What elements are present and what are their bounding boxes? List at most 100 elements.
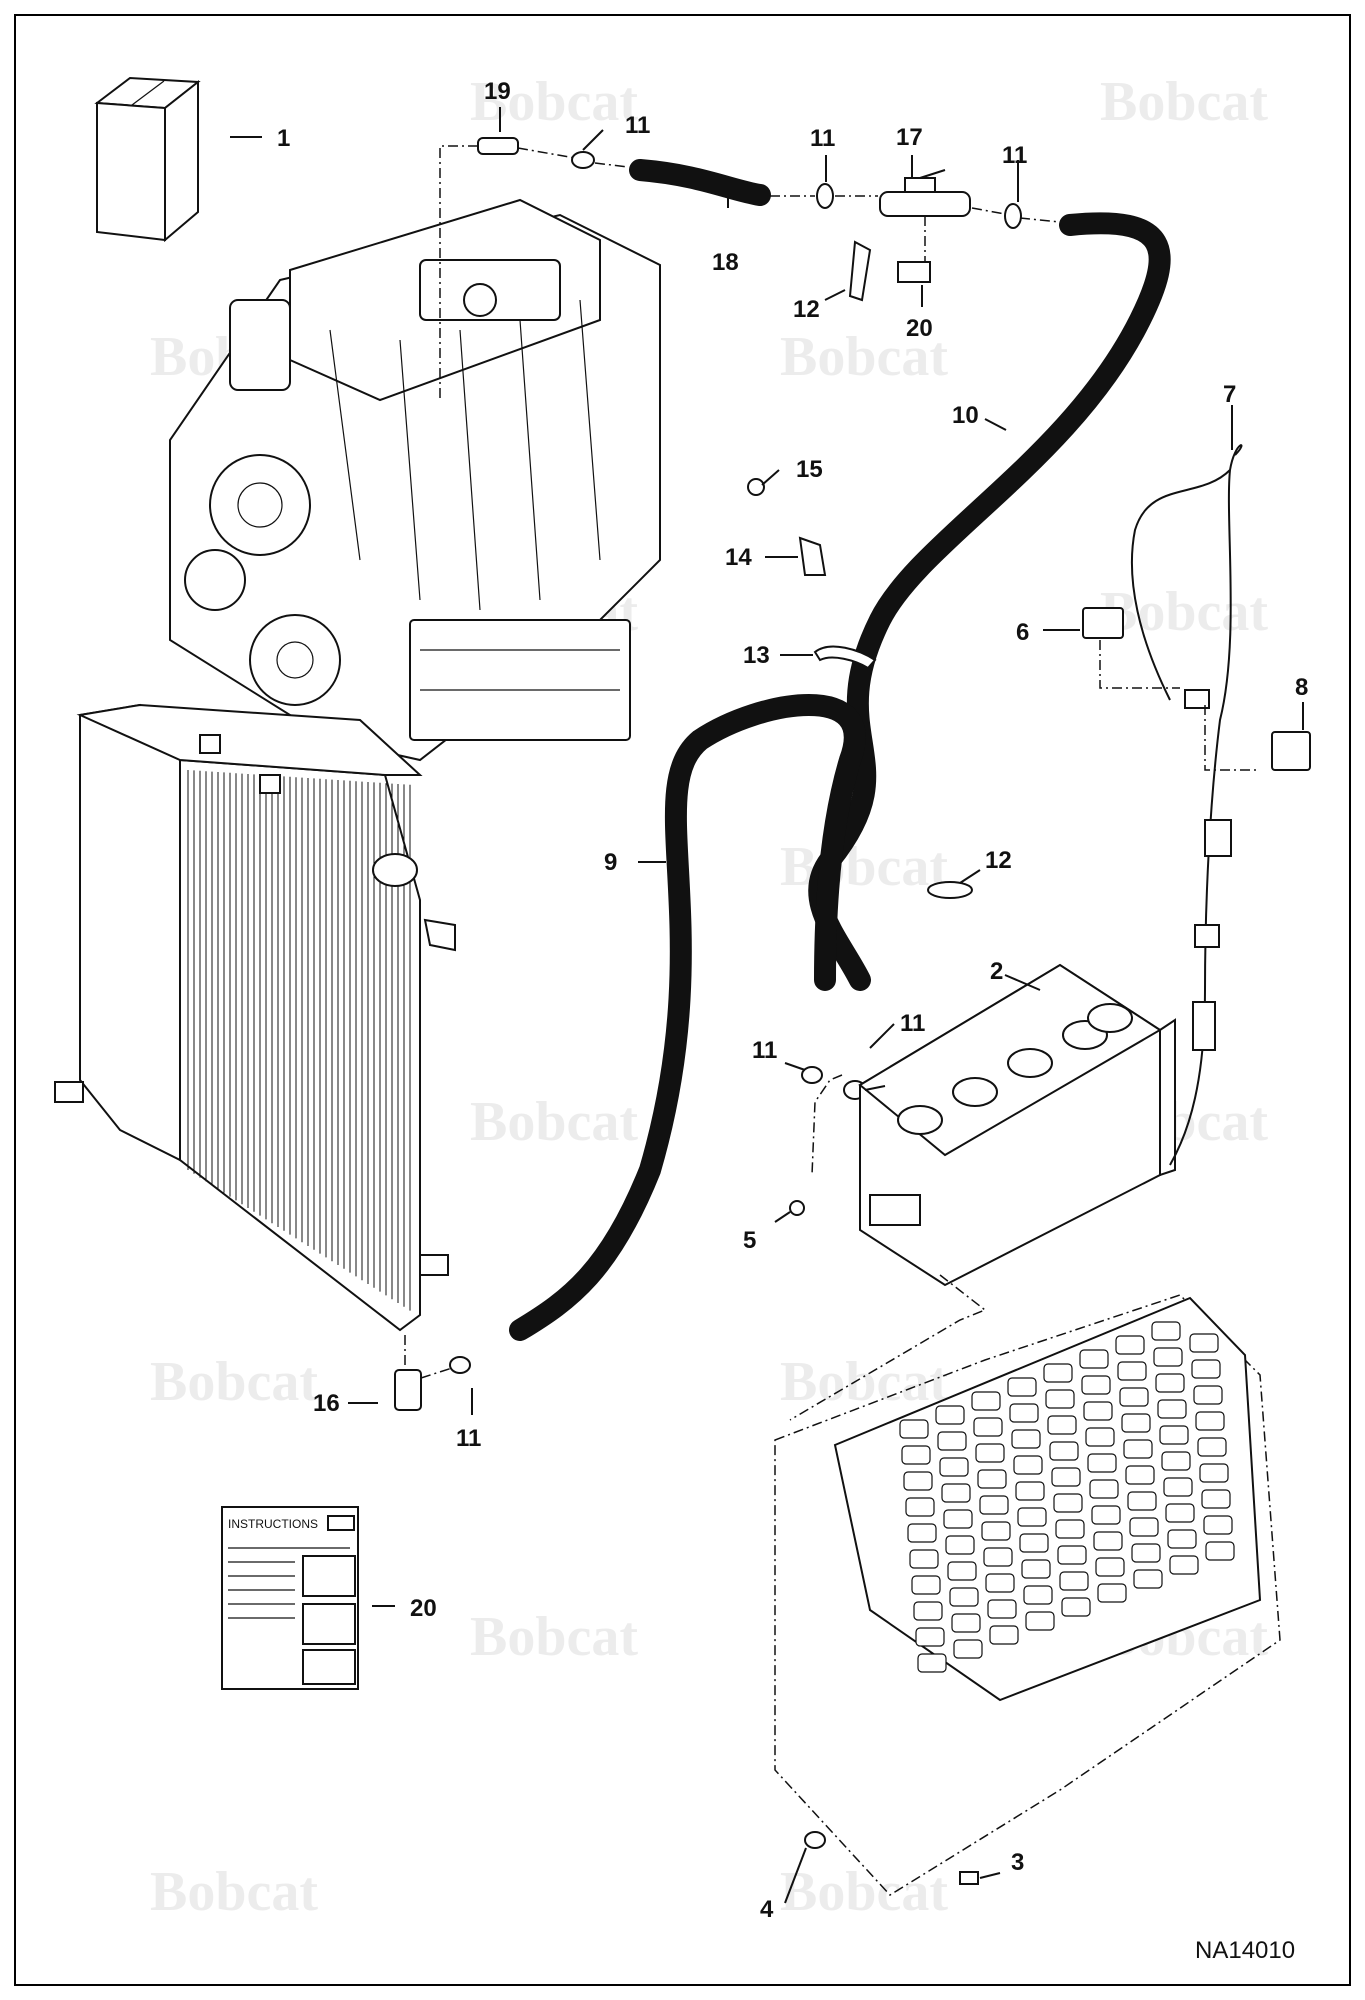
- panel-grid-cell: [1015, 1481, 1045, 1501]
- callout-6: 6: [1016, 619, 1029, 646]
- floor-panel: [774, 1294, 1281, 1896]
- panel-grid-cell: [1081, 1375, 1111, 1395]
- callout-12: 12: [985, 847, 1012, 874]
- panel-grid-cell: [983, 1547, 1013, 1567]
- watermark: Bobcat: [780, 1351, 948, 1413]
- panel-grid-cell: [977, 1469, 1007, 1489]
- part-box-kit: [94, 76, 201, 243]
- callout-9: 9: [604, 849, 617, 876]
- cable-tie-12b: [927, 881, 973, 899]
- panel-grid-cell: [1129, 1517, 1159, 1537]
- callout-11: 11: [456, 1425, 481, 1452]
- instruction-sheet-title: INSTRUCTIONS: [228, 1517, 318, 1531]
- panel-grid-cell: [1201, 1489, 1231, 1509]
- callout-4: 4: [760, 1896, 774, 1923]
- panel-grid-cell: [1093, 1531, 1123, 1551]
- nut-5: [789, 1200, 805, 1216]
- wire-harness-7: [1130, 444, 1243, 1166]
- panel-grid-cell: [1127, 1491, 1157, 1511]
- panel-grid-cell: [1025, 1611, 1055, 1631]
- panel-grid-cell: [1013, 1455, 1043, 1475]
- callout-8: 8: [1295, 674, 1308, 701]
- callout-5: 5: [743, 1227, 756, 1254]
- panel-grid-cell: [903, 1471, 933, 1491]
- leader-lines: [230, 107, 1304, 1904]
- fitting-16: [394, 1369, 422, 1411]
- watermark: Bobcat: [780, 326, 948, 388]
- panel-grid-cell: [1085, 1427, 1115, 1447]
- panel-grid-cell: [1193, 1385, 1223, 1405]
- watermark: Bobcat: [470, 1091, 638, 1153]
- panel-grid-cell: [1019, 1533, 1049, 1553]
- callout-14: 14: [725, 544, 752, 571]
- panel-grid-cell: [971, 1391, 1001, 1411]
- clip-14: [798, 536, 827, 576]
- panel-grid-cell: [1007, 1377, 1037, 1397]
- cable-tie-12: [848, 240, 872, 302]
- connector: [1184, 689, 1210, 709]
- connector: [1204, 819, 1232, 857]
- panel-grid-cell: [1119, 1387, 1149, 1407]
- panel-grid-cell: [1011, 1429, 1041, 1449]
- radiator-illustration: [54, 703, 456, 1332]
- panel-grid-cell: [1023, 1585, 1053, 1605]
- engine-illustration: [169, 198, 661, 762]
- panel-grid-cell: [1133, 1569, 1163, 1589]
- panel-grid-cell: [939, 1457, 969, 1477]
- panel-grid-cell: [1061, 1597, 1091, 1617]
- panel-grid-cell: [901, 1445, 931, 1465]
- panel-grid-cell: [1053, 1493, 1083, 1513]
- watermark: Bobcat: [470, 71, 638, 133]
- panel-grid-cell: [1045, 1389, 1075, 1409]
- panel-grid-cell: [987, 1599, 1017, 1619]
- panel-grid-cell: [1165, 1503, 1195, 1523]
- panel-grid-cell: [1163, 1477, 1193, 1497]
- heater-unit-2: [858, 963, 1176, 1287]
- washer-4: [804, 1831, 826, 1849]
- valve-17: [879, 169, 971, 217]
- connector: [1194, 924, 1220, 948]
- panel-grid-cell: [1083, 1401, 1113, 1421]
- panel-grid-cell: [1059, 1571, 1089, 1591]
- panel-grid-cell: [985, 1573, 1015, 1593]
- fitting-19: [477, 137, 519, 155]
- watermark: Bobcat: [470, 1606, 638, 1668]
- panel-grid-cell: [1121, 1413, 1151, 1433]
- callout-19: 19: [484, 78, 511, 105]
- figure-id: NA14010: [1195, 1937, 1295, 1964]
- panel-grid-cell: [943, 1509, 973, 1529]
- panel-grid-cell: [1079, 1349, 1109, 1369]
- panel-grid-cell: [1199, 1463, 1229, 1483]
- switch-6: [1082, 607, 1124, 639]
- panel-grid-cell: [1203, 1515, 1233, 1535]
- relay-8: [1271, 731, 1311, 771]
- panel-grid-cell: [899, 1419, 929, 1439]
- watermark: Bobcat: [150, 1351, 318, 1413]
- callout-16: 16: [313, 1390, 340, 1417]
- hose-18: [629, 159, 771, 206]
- panel-grid-cell: [941, 1483, 971, 1503]
- callout-13: 13: [743, 642, 770, 669]
- panel-grid-cell: [1167, 1529, 1197, 1549]
- panel-grid-cell: [1087, 1453, 1117, 1473]
- panel-grid-cell: [1189, 1333, 1219, 1353]
- panel-grid-cell: [913, 1601, 943, 1621]
- panel-grid-cell: [1157, 1399, 1187, 1419]
- watermark: Bobcat: [780, 836, 948, 898]
- bolt-15: [747, 478, 765, 496]
- panel-grid-cell: [1205, 1541, 1235, 1561]
- panel-grid-cell: [1151, 1321, 1181, 1341]
- panel-grid-cell: [1197, 1437, 1227, 1457]
- label-20-small: [897, 261, 931, 283]
- callout-11: 11: [900, 1010, 925, 1037]
- callout-11: 11: [810, 125, 835, 152]
- hose-clamps: [449, 151, 1022, 1374]
- hose-9: [509, 694, 866, 1341]
- callout-3: 3: [1011, 1849, 1024, 1876]
- panel-grid-cell: [979, 1495, 1009, 1515]
- panel-grid-cell: [917, 1653, 947, 1673]
- panel-grid-cell: [953, 1639, 983, 1659]
- panel-grid-cell: [1161, 1451, 1191, 1471]
- panel-grid-cell: [1017, 1507, 1047, 1527]
